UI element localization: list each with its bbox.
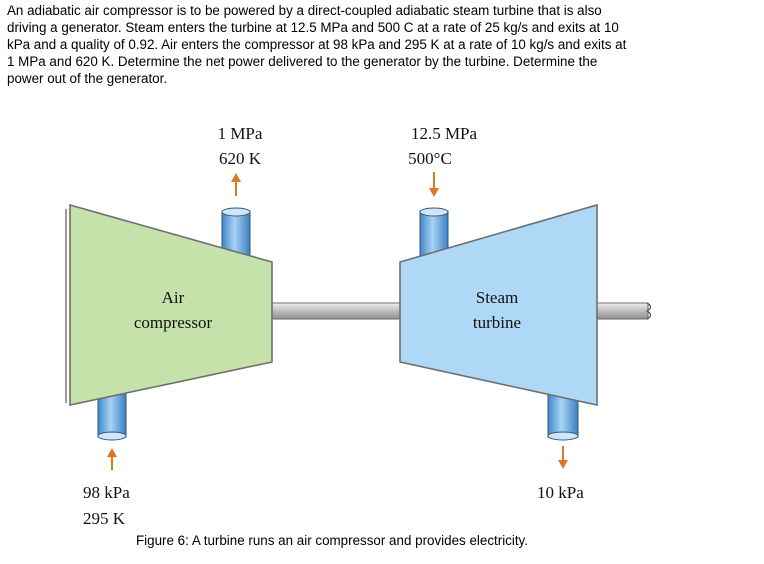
turbine-body xyxy=(399,203,598,406)
turbine-label-line1: Steam xyxy=(476,288,519,307)
compressor-outlet-pressure-label: 1 MPa xyxy=(218,124,263,143)
compressor-label-line1: Air xyxy=(162,288,185,307)
compressor-outlet-temperature-label: 620 K xyxy=(219,149,262,168)
problem-statement: An adiabatic air compressor is to be pow… xyxy=(7,2,752,87)
turbine-inlet-arrow xyxy=(429,172,439,197)
turbine-inlet-pressure-label: 12.5 MPa xyxy=(411,124,478,143)
compressor-label-line2: compressor xyxy=(134,313,213,332)
problem-line-1: An adiabatic air compressor is to be pow… xyxy=(7,3,602,18)
compressor-inlet-pressure-label: 98 kPa xyxy=(83,483,130,502)
figure-caption: Figure 6: A turbine runs an air compress… xyxy=(136,533,528,548)
problem-line-2: driving a generator. Steam enters the tu… xyxy=(7,20,619,35)
turbine-outlet-pressure-label: 10 kPa xyxy=(537,483,584,502)
coupling-shaft xyxy=(269,302,403,320)
compressor-body xyxy=(69,203,273,406)
turbine-label-line2: turbine xyxy=(473,313,521,332)
compressor-outlet-arrow xyxy=(231,173,241,196)
problem-line-5: power out of the generator. xyxy=(7,71,168,86)
shaft-break-end xyxy=(645,302,652,320)
problem-line-3: kPa and a quality of 0.92. Air enters th… xyxy=(7,37,627,52)
compressor-inlet-arrow xyxy=(107,448,117,470)
compressor-inlet-temperature-label: 295 K xyxy=(83,509,126,528)
turbine-outlet-arrow xyxy=(558,446,568,469)
turbine-inlet-temperature-label: 500°C xyxy=(408,149,452,168)
generator-shaft xyxy=(595,302,649,320)
problem-line-4: 1 MPa and 620 K. Determine the net power… xyxy=(7,54,598,69)
